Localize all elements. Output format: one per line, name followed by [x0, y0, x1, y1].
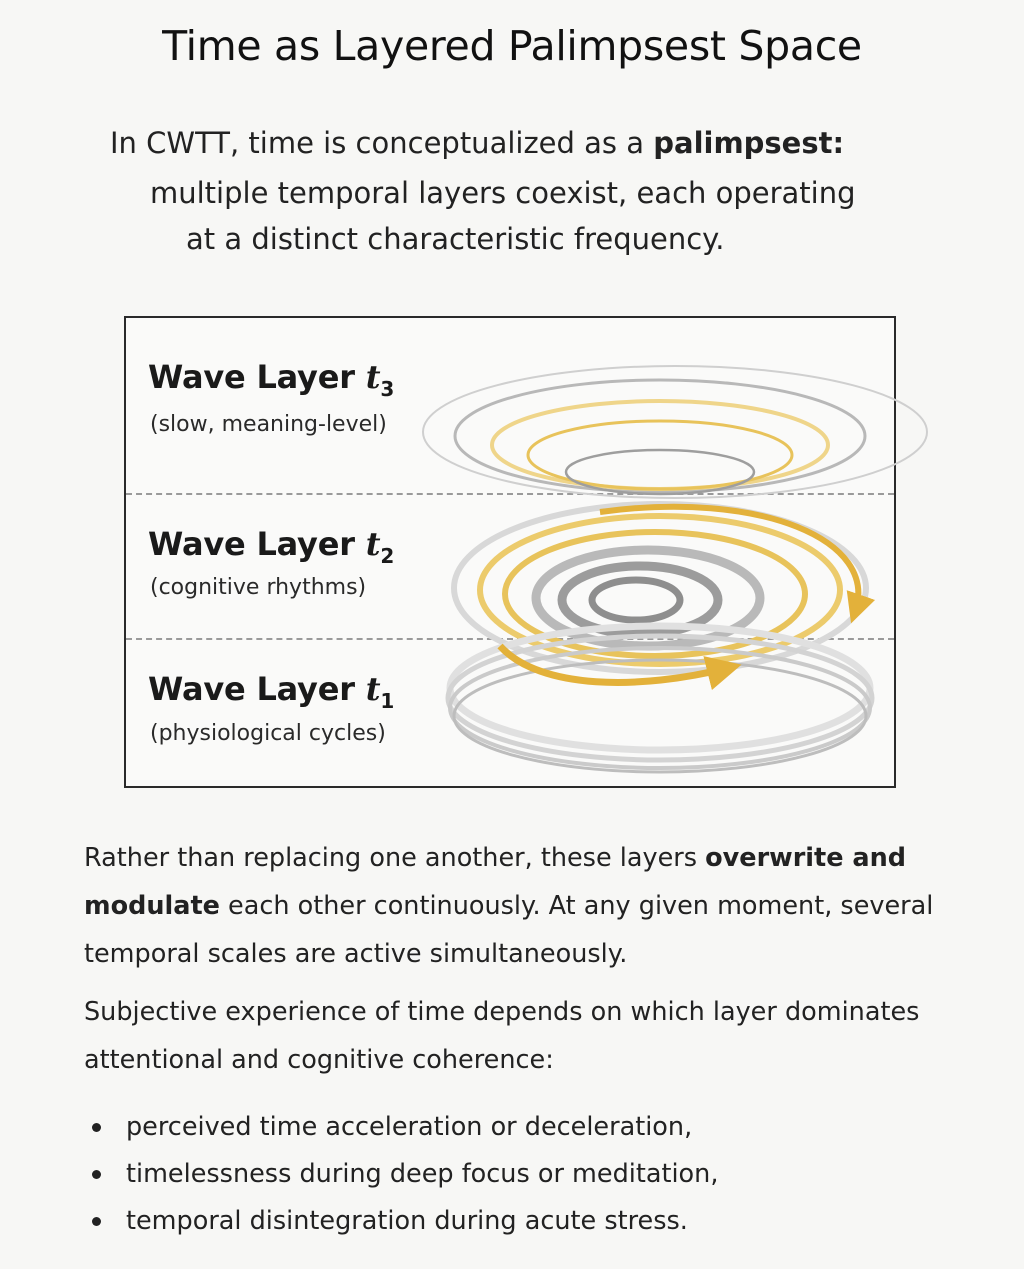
- list-item: timelessness during deep focus or medita…: [84, 1151, 718, 1198]
- intro-line-1: In CWTT, time is conceptualized as a pal…: [0, 126, 1024, 160]
- list-item-text: perceived time acceleration or decelerat…: [126, 1112, 693, 1142]
- layer-subscript-t3: 3: [380, 377, 395, 401]
- bullet-dot: [92, 1217, 101, 1226]
- list-item: perceived time acceleration or decelerat…: [84, 1104, 718, 1151]
- paragraph-overwrite-bold-1: overwrite and: [705, 843, 907, 873]
- layer-title-t3: Wave Layer t3: [148, 358, 394, 401]
- layer-title-t2: Wave Layer t2: [148, 525, 394, 568]
- experience-list: perceived time acceleration or decelerat…: [84, 1104, 718, 1245]
- layer-divider-lower: [126, 638, 894, 640]
- intro-line-2: multiple temporal layers coexist, each o…: [150, 176, 856, 210]
- paragraph-overwrite: Rather than replacing one another, these…: [84, 834, 964, 978]
- paragraph-overwrite-post: each other continuously. At any given mo…: [84, 891, 934, 969]
- list-item-text: temporal disintegration during acute str…: [126, 1206, 688, 1236]
- layer-subscript-t2: 2: [380, 544, 395, 568]
- layer-symbol-t1: t: [365, 670, 381, 708]
- list-item-text: timelessness during deep focus or medita…: [126, 1159, 719, 1189]
- layer-symbol-t3: t: [365, 358, 381, 396]
- layer-title-t2-text: Wave Layer: [148, 525, 366, 563]
- intro-line-1-text: In CWTT, time is conceptualized as a: [110, 126, 654, 160]
- layer-subscript-t1: 1: [380, 689, 395, 713]
- layer-title-t1-text: Wave Layer: [148, 670, 366, 708]
- layer-symbol-t2: t: [365, 525, 381, 563]
- layer-divider-upper: [126, 493, 894, 495]
- paragraph-overwrite-bold-2: modulate: [84, 891, 220, 921]
- paragraph-subjective: Subjective experience of time depends on…: [84, 997, 920, 1075]
- layer-title-t3-text: Wave Layer: [148, 358, 366, 396]
- layer-desc-t3: (slow, meaning-level): [150, 412, 387, 437]
- layer-desc-t1: (physiological cycles): [150, 721, 386, 746]
- layer-title-t1: Wave Layer t1: [148, 670, 394, 713]
- page-title: Time as Layered Palimpsest Space: [162, 22, 862, 70]
- layer-desc-t2: (cognitive rhythms): [150, 575, 367, 600]
- intro-keyword: palimpsest:: [653, 126, 845, 160]
- bullet-dot: [92, 1123, 101, 1132]
- bullet-dot: [92, 1170, 101, 1179]
- list-item: temporal disintegration during acute str…: [84, 1198, 718, 1245]
- intro-line-3: at a distinct characteristic frequency.: [186, 222, 725, 256]
- paragraph-overwrite-pre: Rather than replacing one another, these…: [84, 843, 706, 873]
- layer-diagram: Wave Layer t3 (slow, meaning-level) Wave…: [124, 316, 896, 788]
